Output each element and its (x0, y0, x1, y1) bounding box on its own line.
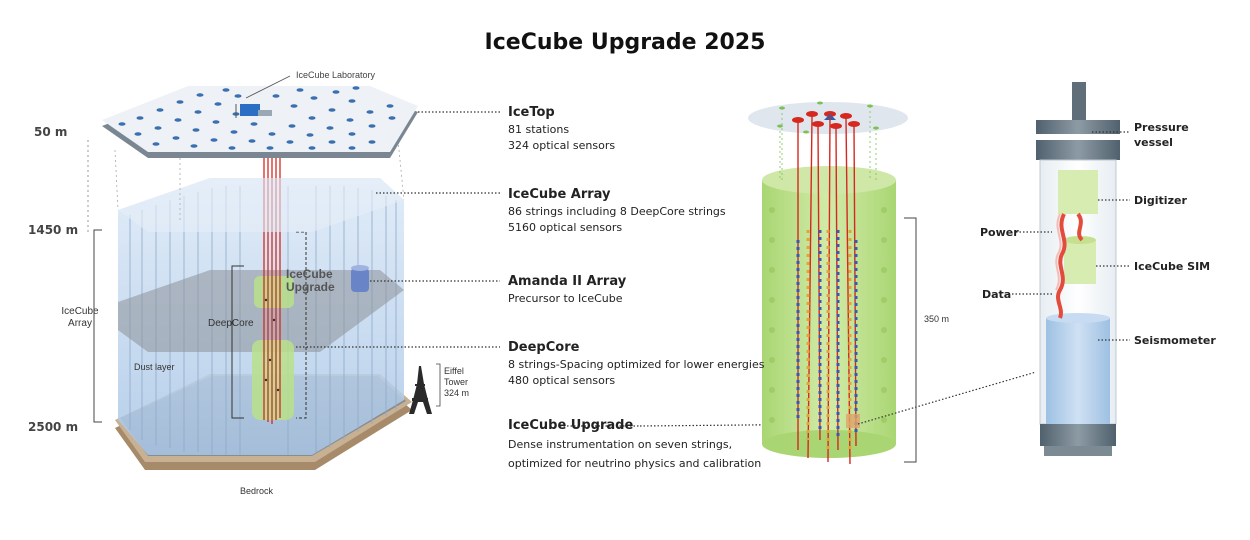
icecube-sim (1064, 240, 1096, 284)
icetop-stations (118, 86, 396, 150)
power-cable (1056, 212, 1084, 319)
entry-amanda: Amanda II Array Precursor to IceCube (508, 274, 627, 305)
depth-50: 50 m (34, 125, 68, 139)
data-label: Data (982, 288, 1012, 301)
upgrade-label: IceCube Upgrade (286, 267, 335, 294)
depth-2500: 2500 m (28, 420, 79, 434)
height-350-label: 350 m (924, 314, 950, 324)
sim-label: IceCube SIM (1134, 260, 1211, 273)
seismometer-label: Seismometer (1134, 334, 1216, 347)
icecube-lab (240, 104, 260, 116)
digitizer-label: Digitizer (1134, 194, 1187, 207)
entry-deepcore: DeepCore 8 strings-Spacing optimized for… (508, 340, 765, 387)
entry-upgrade: IceCube Upgrade Dense instrumentation on… (508, 418, 762, 470)
upgrade-cylinder-diagram (748, 101, 1037, 465)
power-label: Power (980, 226, 1019, 239)
entry-icetop: IceTop 81 stations 324 optical sensors (508, 105, 616, 152)
lab-label: IceCube Laboratory (296, 70, 376, 80)
sensor-highlight (846, 414, 860, 428)
bedrock-label: Bedrock (240, 486, 274, 496)
seismometer (1046, 318, 1110, 424)
deepcore-label: DeepCore (208, 318, 254, 329)
digitizer (1058, 170, 1098, 214)
optical-sensor-module (1012, 82, 1130, 456)
entry-icecube-array: IceCube Array 86 strings including 8 Dee… (508, 187, 726, 234)
page-title: IceCube Upgrade 2025 (484, 30, 766, 55)
depth-1450: 1450 m (28, 223, 79, 237)
dust-layer-label: Dust layer (134, 362, 175, 372)
eiffel-label: Eiffel Tower 324 m (444, 366, 470, 398)
leader-lines (296, 111, 853, 427)
icecube-array-label: IceCube Array (61, 306, 99, 329)
eiffel-tower (409, 366, 432, 414)
icecube-array-3d (87, 75, 441, 470)
dust-layer (118, 270, 404, 352)
pressure-vessel-label: Pressure vessel (1134, 121, 1189, 149)
amanda-cylinder (351, 268, 369, 292)
